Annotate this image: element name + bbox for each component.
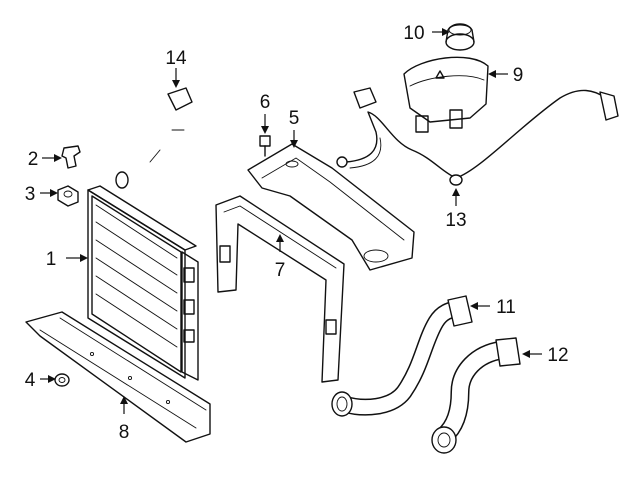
callout-13-arrow [452,188,460,206]
callout-6-arrow [261,114,269,134]
lower-hose-12 [431,337,521,454]
callout-9: 9 [513,65,524,86]
callout-1: 1 [46,249,57,270]
upper-panel [247,143,415,271]
callout-5: 5 [289,108,300,129]
tank-cap [445,23,475,51]
callout-13: 13 [445,210,466,231]
callout-12-arrow [522,350,542,358]
callout-14: 14 [165,48,187,69]
callout-1-arrow [66,254,88,262]
bolt-6 [259,135,271,157]
callout-9-arrow [488,70,508,78]
callout-2: 2 [28,149,39,170]
clip-2 [61,145,81,169]
callout-4-arrow [40,375,56,383]
callout-11: 11 [496,297,516,318]
upper-hose [112,87,193,189]
callout-11-arrow [470,302,490,310]
callout-7-arrow [276,234,284,252]
callout-12: 12 [547,345,568,366]
lower-hose-11 [331,295,473,417]
callout-2-arrow [42,154,62,162]
callout-4: 4 [25,370,36,391]
callout-6: 6 [260,92,271,113]
callout-3: 3 [25,184,36,205]
mount-3 [57,185,79,207]
callout-3-arrow [40,189,58,197]
radiator [87,185,199,381]
expansion-tank [403,56,489,133]
callout-5-arrow [290,130,298,148]
callout-14-arrow [172,68,180,88]
callout-10-arrow [432,28,450,36]
lower-shield [25,311,211,443]
callout-8-arrow [120,396,128,414]
callout-10: 10 [403,23,424,44]
callout-8: 8 [119,422,130,443]
callout-7: 7 [275,260,286,281]
grommet-4 [54,373,70,387]
coolant-line [336,87,619,186]
radiator-frame [215,195,345,383]
